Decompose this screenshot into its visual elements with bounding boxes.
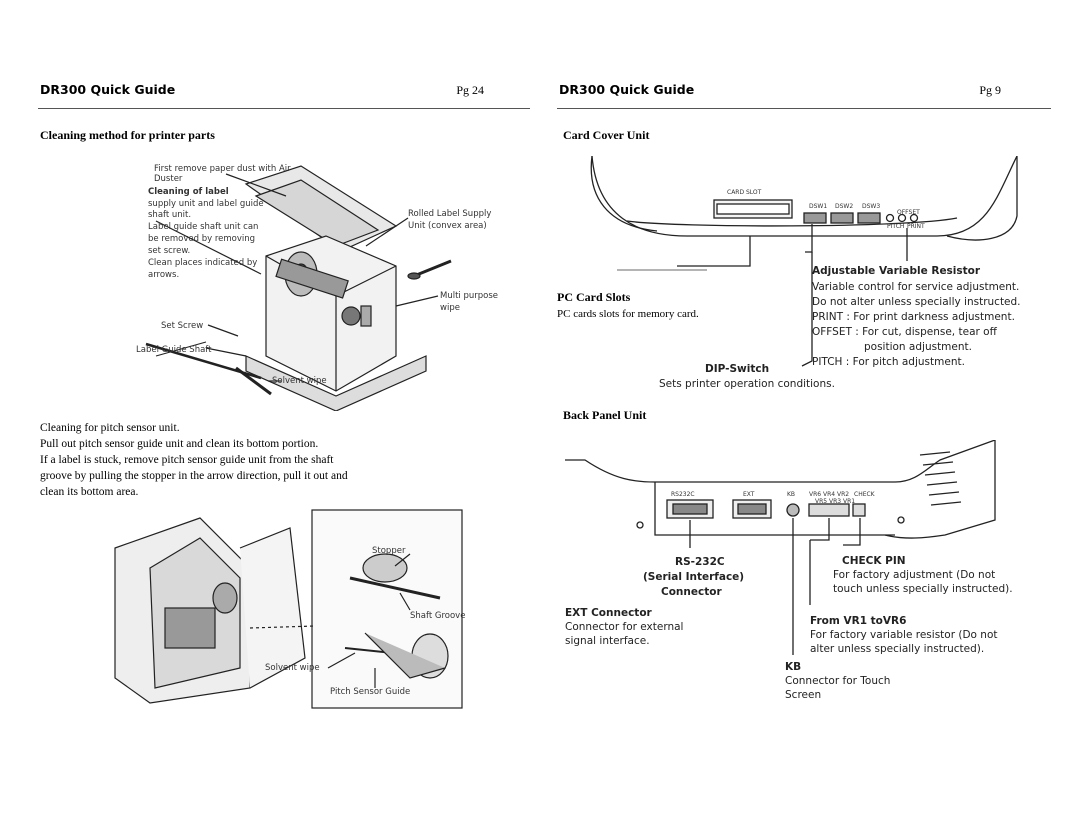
- label-rolled-2: Unit (convex area): [408, 221, 487, 231]
- card-slot-label: CARD SLOT: [727, 189, 762, 196]
- kb-port-label: KB: [787, 491, 795, 498]
- label-cleaning-3: shaft unit.: [148, 210, 191, 220]
- pitch-sensor-text: Cleaning for pitch sensor unit. Pull out…: [40, 420, 520, 500]
- label-shaft-groove: Shaft Groove: [410, 611, 465, 621]
- offset-label: OFFSET: [897, 209, 920, 216]
- body-line: Cleaning for pitch sensor unit.: [40, 422, 180, 434]
- right-header-title: DR300 Quick Guide: [559, 82, 695, 97]
- left-page: DR300 Quick Guide Pg 24 Cleaning method …: [38, 0, 530, 834]
- rs232c-port-label: RS232C: [671, 491, 695, 498]
- adjustable-title: Adjustable Variable Resistor: [812, 265, 981, 277]
- label-solvent-wipe-2: Solvent wipe: [265, 663, 320, 673]
- label-stopper: Stopper: [372, 546, 406, 556]
- offset-line-1: OFFSET : For cut, dispense, tear off: [812, 326, 998, 338]
- check-line-2: touch unless specially instructed).: [833, 583, 1013, 595]
- back-panel-figure: RS232C EXT KB VR6 VR4 VR2 VR5 VR3 VR1 CH…: [565, 440, 1027, 710]
- cleaning-printer-figure: First remove paper dust with Air Duster …: [96, 156, 516, 411]
- ext-line-1: Connector for external: [565, 621, 683, 633]
- body-line: groove by pulling the stopper in the arr…: [40, 470, 348, 482]
- rs232c-title: RS-232C: [675, 556, 725, 568]
- rs232c-conn: Connector: [661, 586, 722, 598]
- pc-card-text: PC cards slots for memory card.: [557, 308, 699, 320]
- cleaning-section-title: Cleaning method for printer parts: [40, 128, 215, 142]
- check-small-label: CHECK: [854, 491, 876, 498]
- check-line-1: For factory adjustment (Do not: [833, 569, 995, 581]
- label-cleaning-7: Clean places indicated by: [148, 258, 257, 268]
- label-pitch-sensor-guide: Pitch Sensor Guide: [330, 687, 410, 697]
- kb-title: KB: [785, 661, 801, 673]
- print-line: PRINT : For print darkness adjustment.: [812, 311, 1015, 323]
- rs232c-sub: (Serial Interface): [643, 571, 744, 583]
- kb-line-1: Connector for Touch: [785, 675, 890, 687]
- vr-bottom-label: VR5 VR3 VR1: [815, 498, 855, 505]
- label-cleaning-6: set screw.: [148, 246, 190, 256]
- back-panel-title: Back Panel Unit: [563, 408, 647, 422]
- vr-line-2: alter unless specially instructed).: [810, 643, 984, 655]
- ext-port-label: EXT: [743, 491, 755, 498]
- vr-range-title: From VR1 toVR6: [810, 615, 906, 627]
- label-solvent-wipe: Solvent wipe: [272, 376, 327, 386]
- dsw3-label: DSW3: [862, 203, 880, 210]
- label-set-screw: Set Screw: [161, 321, 203, 331]
- label-multi-purpose-2: wipe: [440, 303, 460, 313]
- pitch-small-label: PITCH: [887, 223, 904, 230]
- label-cleaning-4: Label guide shaft unit can: [148, 222, 258, 232]
- left-header-title: DR300 Quick Guide: [40, 82, 176, 97]
- ext-connector-title: EXT Connector: [565, 607, 653, 619]
- dsw2-label: DSW2: [835, 203, 853, 210]
- right-page-number: Pg 9: [979, 83, 1001, 97]
- card-cover-title: Card Cover Unit: [563, 128, 650, 142]
- dip-switch-title: DIP-Switch: [705, 363, 769, 375]
- left-page-header: DR300 Quick Guide Pg 24: [38, 82, 530, 109]
- label-first-remove-1: First remove paper dust with Air: [154, 164, 291, 174]
- label-cleaning-2: supply unit and label guide: [148, 199, 264, 209]
- offset-line-2: position adjustment.: [864, 341, 972, 353]
- right-page-header: DR300 Quick Guide Pg 9: [557, 82, 1051, 109]
- kb-line-2: Screen: [785, 689, 821, 701]
- label-cleaning-5: be removed by removing: [148, 234, 255, 244]
- ext-line-2: signal interface.: [565, 635, 650, 647]
- pc-card-title: PC Card Slots: [557, 290, 631, 304]
- dip-switch-text: Sets printer operation conditions.: [659, 378, 835, 390]
- vr-line-1: For factory variable resistor (Do not: [810, 629, 998, 641]
- label-first-remove-2: Duster: [154, 174, 183, 184]
- pitch-line: PITCH : For pitch adjustment.: [812, 356, 965, 368]
- left-page-number: Pg 24: [456, 83, 484, 97]
- body-line: Pull out pitch sensor guide unit and cle…: [40, 438, 319, 450]
- vr-top-label: VR6 VR4 VR2: [809, 491, 849, 498]
- body-line: If a label is stuck, remove pitch sensor…: [40, 454, 334, 466]
- card-cover-figure: CARD SLOT DSW1 DSW2 DSW3 OFFSET PITCH PR…: [557, 156, 1027, 396]
- body-line: clean its bottom area.: [40, 486, 139, 498]
- dsw1-label: DSW1: [809, 203, 827, 210]
- label-rolled-1: Rolled Label Supply: [408, 209, 491, 219]
- pitch-sensor-figure: Stopper Shaft Groove Solvent wipe Pitch …: [110, 508, 466, 711]
- right-page: DR300 Quick Guide Pg 9 Card Cover Unit: [557, 0, 1051, 834]
- adjustable-line-2: Do not alter unless specially instructed…: [812, 296, 1021, 308]
- adjustable-line-1: Variable control for service adjustment.: [812, 281, 1019, 293]
- label-guide-shaft: Label Guide Shaft: [136, 345, 212, 355]
- label-cleaning-8: arrows.: [148, 270, 179, 280]
- label-multi-purpose-1: Multi purpose: [440, 291, 498, 301]
- print-small-label: PRINT: [907, 223, 925, 230]
- check-pin-title: CHECK PIN: [842, 555, 906, 567]
- label-cleaning-1: Cleaning of label: [148, 187, 229, 197]
